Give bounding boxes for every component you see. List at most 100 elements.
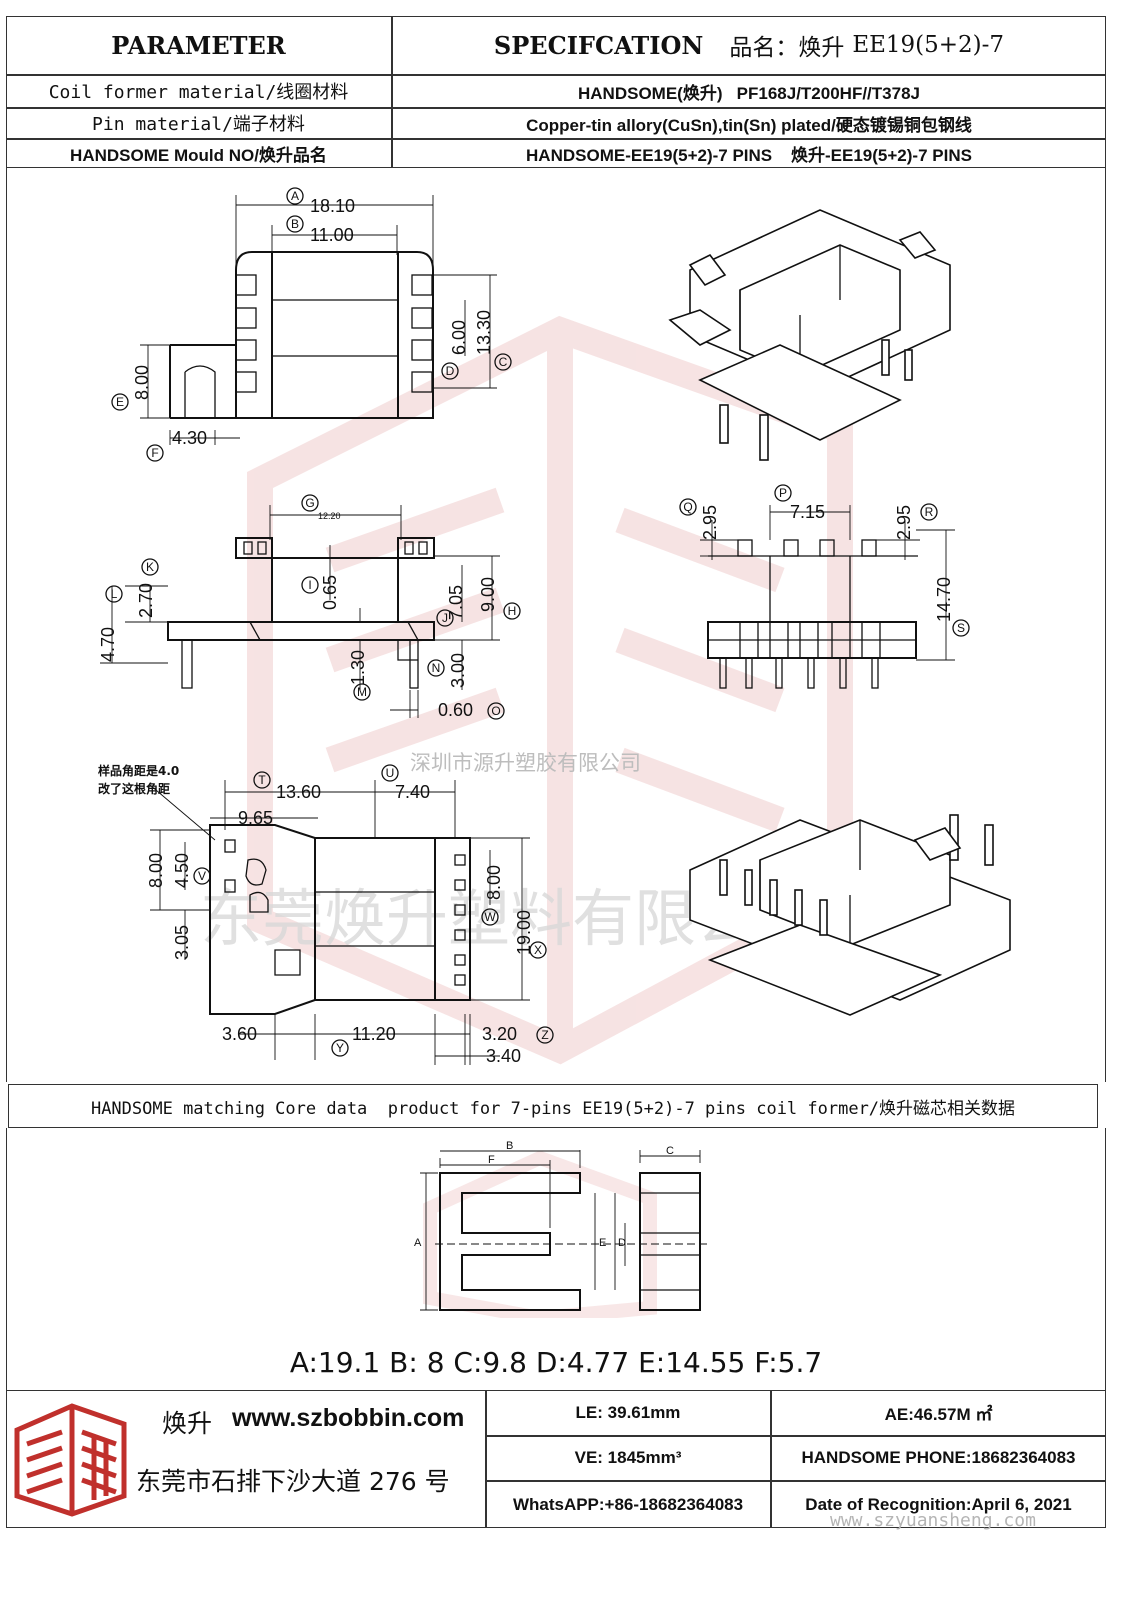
dim-7-40: 7.40 [395,782,430,802]
date-value: Date of Recognition:April 6, 2021 [805,1494,1072,1514]
brand-name: 焕升 [162,1409,213,1438]
specification-label: SPECIFCATION [493,30,704,60]
svg-text:L: L [111,587,118,601]
svg-text:R: R [925,505,934,519]
dim-9-00: 9.00 [478,577,498,612]
specification-header: SPECIFCATION 品名： 焕升 EE19(5+2)-7 [392,16,1106,74]
svg-text:Y: Y [336,1041,344,1055]
svg-text:I: I [308,578,311,592]
svg-text:S: S [957,621,965,635]
letter-x-marker: X [529,941,547,959]
isometric-view-top [668,209,951,461]
spec-table [6,16,1106,168]
dim-7-15: 7.15 [790,502,825,522]
table-divider-h3 [6,138,1106,140]
circled-letters: A B C D E F G H I J K L M N O P Q R S T … [105,187,970,1057]
drawing-frame [6,168,1106,1082]
dim-2-95-b: 2.95 [894,505,914,540]
note-line2: 改了这根角距 [98,781,170,796]
dim-8-00-b: 8.00 [146,853,166,888]
core-label-f: F [488,1154,495,1166]
dim-4-30: 4.30 [172,428,207,448]
svg-text:H: H [508,604,517,618]
core-caption-box [8,1084,1098,1128]
svg-text:K: K [146,560,154,574]
dim-4-70: 4.70 [98,627,118,662]
footer-divider-h2 [486,1480,1106,1482]
brand-website: www.szbobbin.com [232,1404,465,1432]
svg-text:D: D [446,364,455,378]
core-label-a: A [414,1237,422,1249]
dim-4-50: 4.50 [172,853,192,888]
dim-7-05: 7.05 [446,585,466,620]
svg-text:G: G [305,496,314,510]
letter-e-marker: E [111,393,129,411]
letter-r-marker: R [920,503,938,521]
svg-text:O: O [491,704,500,718]
core-drawing: B F C A E D [414,1140,710,1318]
company-address: 东莞市石排下沙大道 276 号 [136,1467,450,1496]
dim-13-30: 13.30 [474,310,494,355]
ve-value: VE: 1845mm³ [574,1448,682,1467]
table-divider-h1 [6,74,1106,76]
product-name-cn: 焕升 [798,35,845,61]
phone-value: HANDSOME PHONE:18682364083 [801,1448,1076,1467]
watermark-url: www.szyuansheng.com [830,1510,1036,1531]
svg-text:Z: Z [541,1028,548,1042]
technical-drawing: 东莞焕升塑料有限公司 深圳市源升塑胶有限公司 [98,187,1011,1066]
svg-text:T: T [258,773,266,787]
letter-y-marker: Y [331,1039,349,1057]
dim-18-10: 18.10 [310,196,355,216]
mould-no-label: HANDSOME Mould NO/焕升品名 [70,146,327,165]
footer-divider-v1 [485,1390,487,1528]
core-caption: HANDSOME matching Core data product for … [90,1098,1016,1119]
core-frame [6,1128,1106,1390]
core-values: A:19.1 B: 8 C:9.8 D:4.77 E:14.55 F:5.7 [289,1345,823,1379]
letter-i-marker: I [301,576,319,594]
core-label-c: C [666,1145,674,1157]
dim-8-00-c: 8.00 [484,865,504,900]
letter-f-marker: F [146,444,164,462]
dim-2-95-a: 2.95 [700,505,720,540]
dim-0-65: 0.65 [320,575,340,610]
isometric-view-bottom [689,814,1011,1016]
svg-text:B: B [291,217,299,231]
svg-text:J: J [442,611,448,625]
svg-text:V: V [198,869,206,883]
dim-9-65: 9.65 [238,808,273,828]
letter-w-marker: W [481,908,499,926]
dim-1-30: 1.30 [348,650,368,685]
letter-b-marker: B [286,215,304,233]
product-name-model: EE19(5+2)-7 [852,32,1005,58]
letter-a-marker: A [286,187,304,205]
ae-value: AE:46.57M ㎡ [884,1405,993,1424]
dim-6-00: 6.00 [449,320,469,355]
letter-z-marker: Z [536,1026,554,1044]
table-divider-vertical [391,16,393,168]
view-top-left [140,195,497,445]
parameter-header: PARAMETER [111,30,286,60]
svg-text:P: P [779,486,787,500]
dim-8-00-a: 8.00 [132,365,152,400]
svg-text:E: E [116,395,124,409]
dim-3-20: 3.20 [482,1024,517,1044]
svg-text:N: N [432,661,441,675]
letter-u-marker: U [381,764,399,782]
dim-3-60: 3.60 [222,1024,257,1044]
svg-text:C: C [499,355,508,369]
view-side-left [100,505,500,718]
letter-s-marker: S [952,619,970,637]
svg-text:F: F [151,446,158,460]
core-label-d: D [618,1237,626,1249]
dim-2-70: 2.70 [136,583,156,618]
letter-d-marker: D [441,362,459,380]
svg-text:W: W [484,910,496,924]
letter-l-marker: L [105,585,123,603]
svg-text:X: X [534,943,542,957]
svg-text:M: M [357,685,367,699]
letter-v-marker: V [193,867,211,885]
letter-q-marker: Q [679,498,697,516]
dim-11-20: 11.20 [352,1024,396,1044]
svg-text:A: A [291,189,299,203]
footer-table [6,1390,1106,1528]
